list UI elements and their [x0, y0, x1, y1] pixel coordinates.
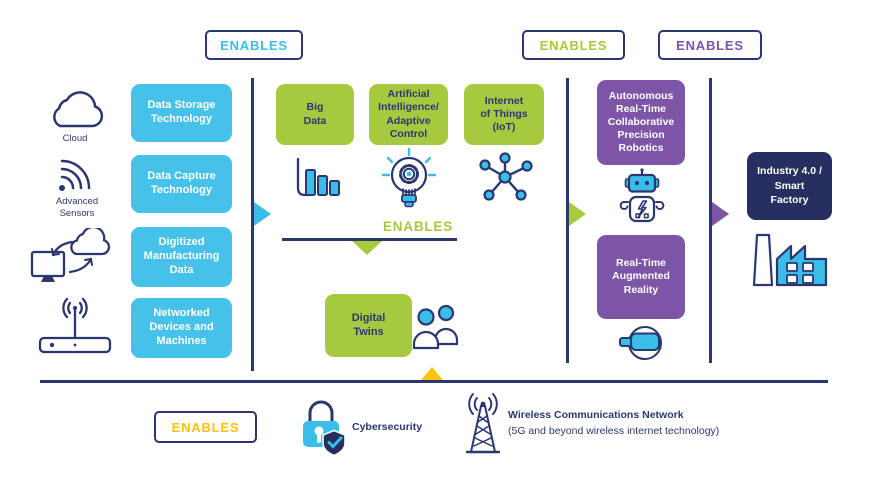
- cloud-label: Cloud: [62, 133, 88, 144]
- middle-divider-line: [282, 238, 457, 241]
- box-digital-twins: Digital Twins: [325, 294, 412, 357]
- bar-chart-icon: [293, 157, 341, 200]
- people-icon: [412, 302, 462, 350]
- cloud-icon: [43, 86, 107, 134]
- box-data-capture-technology: Data Capture Technology: [131, 155, 232, 213]
- network-hub-icon: [477, 151, 533, 203]
- foundation-line: [40, 380, 828, 383]
- box-big-data: Big Data: [276, 84, 354, 145]
- divider-line-2: [566, 78, 569, 363]
- wireless-network-title: Wireless Communications Network: [508, 409, 684, 421]
- divider-line-1: [251, 78, 254, 371]
- robot-icon: [616, 167, 668, 225]
- enables-badge-blue: ENABLES: [205, 30, 303, 60]
- flow-arrow-yellow-up: [421, 367, 443, 380]
- factory-icon: [747, 231, 831, 289]
- box-industry-4-0-smart-factory: Industry 4.0 / Smart Factory: [747, 152, 832, 220]
- box-artificial-intelligence: Artificial Intelligence/ Adaptive Contro…: [369, 84, 448, 145]
- box-data-storage-technology: Data Storage Technology: [131, 84, 232, 142]
- flow-arrow-green: [569, 202, 586, 226]
- divider-line-3: [709, 78, 712, 363]
- vr-headset-icon: [617, 321, 667, 365]
- computer-cloud-sync-icon: [28, 225, 116, 288]
- router-icon: [36, 296, 114, 356]
- flow-arrow-green-down: [352, 241, 382, 255]
- advanced-sensors-label: Advanced Sensors: [55, 196, 99, 219]
- box-digitized-manufacturing-data: Digitized Manufacturing Data: [131, 227, 232, 287]
- flow-arrow-blue: [254, 202, 271, 226]
- box-autonomous-robotics: Autonomous Real-Time Collaborative Preci…: [597, 80, 685, 165]
- lightbulb-gear-icon: [381, 147, 437, 209]
- antenna-tower-icon: [461, 392, 507, 456]
- enables-badge-yellow: ENABLES: [154, 411, 257, 443]
- box-realtime-augmented-reality: Real-Time Augmented Reality: [597, 235, 685, 319]
- wireless-network-subtitle: (5G and beyond wireless internet technol…: [508, 425, 720, 437]
- enables-badge-purple: ENABLES: [658, 30, 762, 60]
- enables-label-middle: ENABLES: [382, 219, 454, 234]
- enables-badge-green: ENABLES: [522, 30, 625, 60]
- box-internet-of-things: Internet of Things (IoT): [464, 84, 544, 145]
- advanced-sensors-icon: [53, 148, 101, 196]
- cybersecurity-label: Cybersecurity: [352, 421, 423, 433]
- lock-shield-icon: [295, 394, 347, 457]
- flow-arrow-purple: [712, 202, 729, 226]
- box-networked-devices-machines: Networked Devices and Machines: [131, 298, 232, 358]
